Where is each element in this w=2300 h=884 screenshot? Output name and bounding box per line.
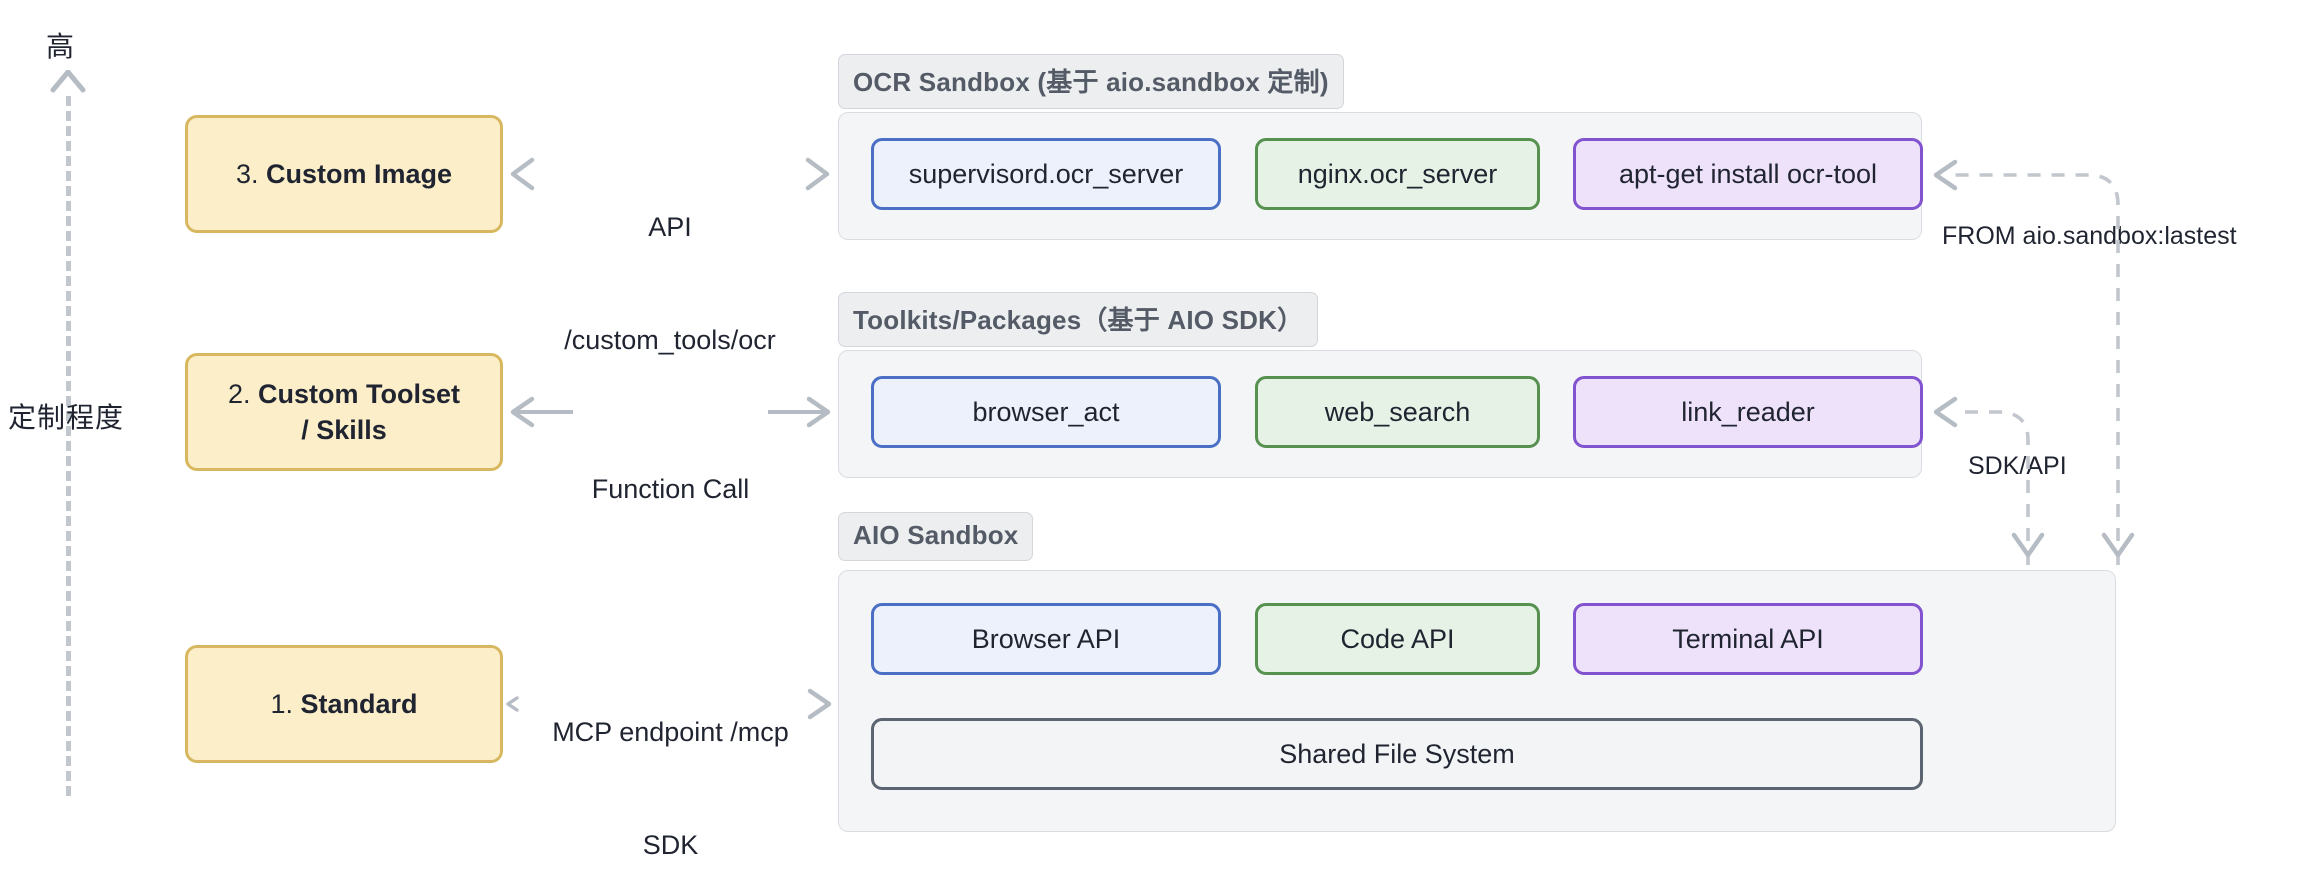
- arrow-right-ocr-sandbox: [805, 157, 830, 191]
- connector-line-1: MCP endpoint /mcp: [552, 716, 789, 747]
- stage-name: Custom Toolset: [258, 378, 461, 409]
- stage-box-custom-toolset[interactable]: 2. Custom Toolset / Skills: [185, 353, 503, 471]
- axis-top-label: 高: [46, 31, 76, 62]
- arrow-up-icon: [49, 69, 87, 104]
- node-browser-api[interactable]: Browser API: [871, 603, 1221, 675]
- connector-label-mcp-sdk-api: MCP endpoint /mcp SDK API: [528, 638, 813, 884]
- stage-number: 1.: [270, 688, 301, 719]
- node-apt-get-install-ocr-tool[interactable]: apt-get install ocr-tool: [1573, 138, 1923, 210]
- connector-label-function-call: Function Call: [578, 395, 763, 584]
- stage-number: 3.: [235, 158, 266, 189]
- node-supervisord-ocr-server[interactable]: supervisord.ocr_server: [871, 138, 1221, 210]
- dependency-arrow-sdk-api: [1933, 396, 2045, 565]
- stage-box-custom-image[interactable]: 3. Custom Image: [185, 115, 503, 233]
- node-web-search[interactable]: web_search: [1255, 376, 1540, 448]
- stage-number: 2.: [227, 378, 259, 409]
- stage-name-line2: / Skills: [301, 415, 387, 445]
- connector-line-1: Function Call: [591, 473, 750, 504]
- connector-line-2: SDK: [642, 829, 699, 860]
- node-browser-act[interactable]: browser_act: [871, 376, 1221, 448]
- node-code-api[interactable]: Code API: [1255, 603, 1540, 675]
- connector-line-1: API: [648, 211, 692, 242]
- axis-mid-label: 定制程度: [8, 402, 125, 433]
- node-shared-file-system[interactable]: Shared File System: [871, 718, 1923, 790]
- connector-label-api-custom-tools: API /custom_tools/ocr: [540, 133, 800, 435]
- dependency-label-sdk-api: SDK/API: [1968, 452, 2067, 480]
- arrow-left-standard: [506, 696, 519, 712]
- connector-line-2: /custom_tools/ocr: [564, 324, 776, 355]
- stage-name: Standard: [300, 688, 418, 719]
- stage-box-standard[interactable]: 1. Standard: [185, 645, 503, 763]
- group-title-aio-sandbox: AIO Sandbox: [838, 512, 1034, 561]
- node-nginx-ocr-server[interactable]: nginx.ocr_server: [1255, 138, 1540, 210]
- stage-name: Custom Image: [265, 158, 453, 189]
- group-title-ocr-sandbox: OCR Sandbox (基于 aio.sandbox 定制): [838, 54, 1344, 109]
- arrow-left-custom-image: [510, 157, 535, 191]
- axis-dashed-line: [66, 96, 71, 796]
- node-link-reader[interactable]: link_reader: [1573, 376, 1923, 448]
- group-title-toolkits-packages: Toolkits/Packages（基于 AIO SDK）: [838, 292, 1319, 347]
- node-terminal-api[interactable]: Terminal API: [1573, 603, 1923, 675]
- dependency-label-from-image: FROM aio.sandbox:lastest: [1942, 222, 2237, 250]
